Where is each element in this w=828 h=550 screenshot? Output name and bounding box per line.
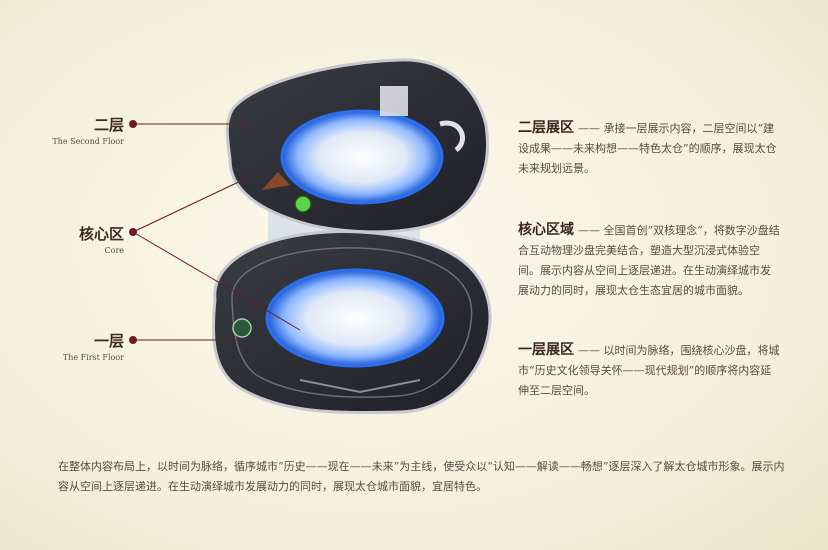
core-leader-line-upper: [132, 177, 248, 233]
label-second-floor-en: The Second Floor: [52, 137, 124, 146]
second-floor-title: 二层展区: [518, 120, 574, 136]
second-floor-text: —— 承接一层展示内容，二层空间以“建设成果——未来构想——特色太仓”的顺序，展…: [518, 122, 777, 175]
first-floor-text: —— 以时间为脉络，围绕核心沙盘，将城市“历史文化领导关怀——现代规划”的顺序将…: [518, 344, 780, 397]
label-core-en: Core: [104, 246, 125, 255]
label-first-floor-zh: 一层: [93, 332, 124, 350]
label-first-floor-en: The First Floor: [62, 353, 124, 362]
label-first-floor: 一层 The First Floor: [52, 332, 124, 363]
first-floor-marker-dot: [129, 336, 137, 344]
second-floor-marker-dot: [129, 120, 137, 128]
core-text: —— 全国首创“双核理念”，将数字沙盘结合互动物理沙盘完美结合，塑造大型沉浸式体…: [518, 224, 780, 297]
label-core: 核心区 Core: [52, 225, 124, 256]
core-title: 核心区域: [518, 222, 574, 238]
first-floor-title: 一层展区: [518, 342, 574, 358]
core-description: 核心区域—— 全国首创“双核理念”，将数字沙盘结合互动物理沙盘完美结合，塑造大型…: [518, 220, 780, 301]
label-second-floor-zh: 二层: [93, 116, 124, 134]
core-leader-line-lower: [132, 231, 301, 331]
second-floor-description: 二层展区—— 承接一层展示内容，二层空间以“建设成果——未来构想——特色太仓”的…: [518, 118, 780, 179]
first-floor-plan: [211, 230, 492, 415]
label-core-zh: 核心区: [78, 225, 124, 243]
first-floor-description: 一层展区—— 以时间为脉络，围绕核心沙盘，将城市“历史文化领导关怀——现代规划”…: [518, 340, 780, 401]
second-floor-plan: [225, 58, 489, 234]
layout-summary: 在整体内容布局上，以时间为脉络，循序城市“历史——现在——未来”为主线，使受众以…: [58, 460, 785, 493]
label-second-floor: 二层 The Second Floor: [52, 116, 124, 147]
core-marker-dot: [129, 228, 137, 236]
